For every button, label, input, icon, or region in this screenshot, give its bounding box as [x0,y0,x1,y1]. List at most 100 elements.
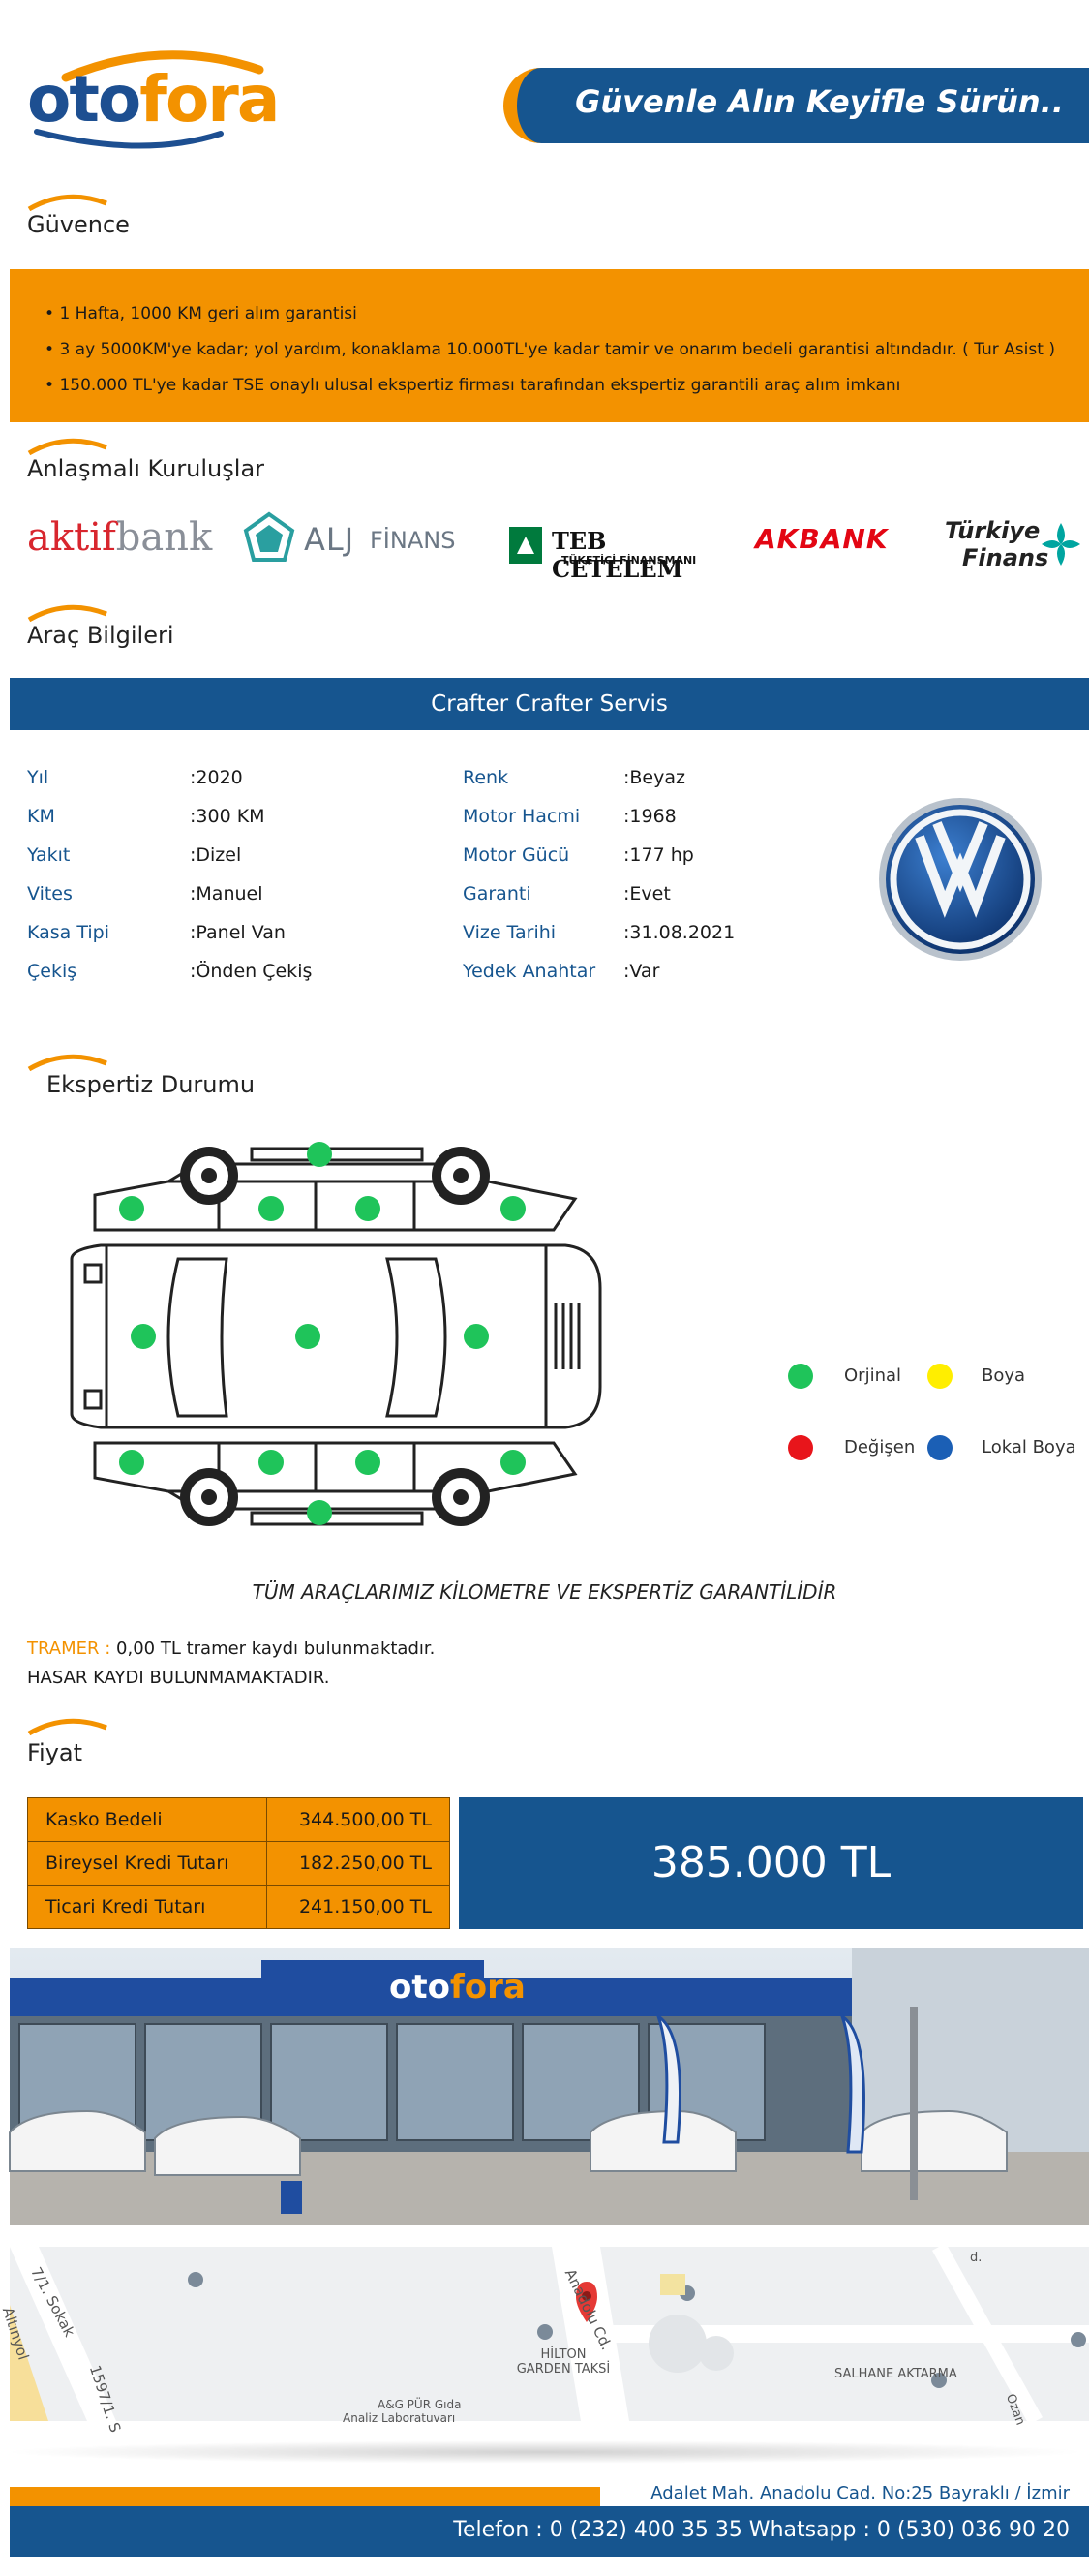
ekspertiz-title: Ekspertiz Durumu [46,1071,256,1098]
legend-label: Boya [982,1365,1026,1386]
main-price: 385.000 TL [459,1797,1083,1929]
guvence-item: 1 Hafta, 1000 KM geri alım garantisi [45,296,1089,332]
spec-label: Çekiş [27,961,77,982]
guvence-item: 150.000 TL'ye kadar TSE onaylı ulusal ek… [45,368,1089,404]
store-sign-oto: oto [389,1968,450,2007]
volkswagen-logo-icon [879,798,1042,961]
part-status-dot [500,1196,526,1221]
tramer-line: TRAMER : 0,00 TL tramer kaydı bulunmakta… [27,1639,435,1659]
spec-label: Motor Gücü [463,844,570,866]
spec-value: :Önden Çekiş [190,961,313,982]
spec-label: Renk [463,767,509,788]
price-label: Kasko Bedeli [27,1797,267,1842]
spec-value: :31.08.2021 [623,922,736,943]
fiyat-title: Fiyat [27,1739,83,1766]
guarantee-text: TÜM ARAÇLARIMIZ KİLOMETRE VE EKSPERTİZ G… [252,1580,837,1604]
slogan-text: Güvenle Alın Keyifle Sürün.. [575,83,1064,120]
spec-value: :Dizel [190,844,242,866]
vehicle-name-bar: Crafter Crafter Servis [10,678,1089,730]
store-sign: otofora [389,1968,526,2007]
part-status-dot [119,1196,144,1221]
legend-dot-orjinal [788,1364,813,1389]
spec-list-left: Yıl:2020 KM:300 KM Yakıt:Dizel Vites:Man… [27,767,472,999]
part-status-dot [258,1450,284,1475]
turkiye-emblem-icon [1042,523,1080,566]
spec-value: :300 KM [190,806,265,827]
map-label: A&G PÜR Gıda [378,2398,462,2411]
wheel-icon [180,1147,490,1526]
price-value: 241.150,00 TL [265,1885,451,1929]
section-arc-icon [27,1718,107,1736]
finans-text: FİNANS [370,527,456,554]
footer-shadow [0,2440,1089,2464]
akbank-logo: AKBANK [755,523,889,555]
spec-label: Motor Hacmi [463,806,581,827]
spec-label: Vize Tarihi [463,922,557,943]
legend-label: Lokal Boya [982,1437,1076,1457]
turkiye-finans-logo: Türkiye Finans [945,517,1080,575]
store-photo: otofora [9,1948,1089,2225]
map-label: d. [970,2251,983,2265]
store-sign-fora: fora [449,1968,526,2007]
otofora-logo: otofora [27,45,280,151]
legend-label: Değişen [844,1437,916,1457]
section-arc-icon [27,1054,107,1072]
vehicle-title: Araç Bilgileri [27,622,174,649]
price-label: Bireysel Kredi Tutarı [27,1841,267,1886]
legend-dot-degisen [788,1435,813,1460]
section-arc-icon [27,438,107,456]
spec-value: :2020 [190,767,243,788]
status-legend: Orjinal Boya Değişen Lokal Boya [784,1356,1084,1472]
tramer-text: 0,00 TL tramer kaydı bulunmaktadır. [116,1639,436,1659]
finans-text-2: Finans [962,544,1049,571]
spec-label: Garanti [463,883,531,905]
part-status-dot [307,1142,332,1167]
footer-accent-line [10,2487,600,2506]
footer-contact-bar: Telefon : 0 (232) 400 35 35 Whatsapp : 0… [10,2506,1089,2557]
spec-label: Yedek Anahtar [463,961,596,982]
spec-value: :Beyaz [623,767,685,788]
aktifbank-logo: aktifbank [27,515,213,569]
aktifbank-text-1: aktif [27,515,116,560]
alj-finans-logo: ALJ FİNANS [242,511,474,569]
spec-label: Kasa Tipi [27,922,109,943]
legend-dot-lokal-boya [927,1435,953,1460]
teb-emblem-icon [509,527,542,564]
legend-label: Orjinal [844,1365,902,1386]
partners-title: Anlaşmalı Kuruluşlar [27,455,265,482]
teb-subtext: TÜKETİCİ FİNANSMANI [561,554,697,567]
footer-address: Adalet Mah. Anadolu Cad. No:25 Bayraklı … [650,2483,1070,2503]
section-arc-icon [27,604,107,623]
spec-value: :Manuel [190,883,263,905]
section-arc-icon [27,194,107,212]
spec-value: :Var [623,961,660,982]
guvence-item: 3 ay 5000KM'ye kadar; yol yardım, konakl… [45,332,1089,368]
map-label: Analiz Laboratuvarı [343,2411,456,2425]
hasar-text: HASAR KAYDI BULUNMAMAKTADIR. [27,1668,330,1688]
location-map[interactable]: 7/1. Sokak Altınyol 1597/1. S Anadolu Cd… [0,2243,1089,2435]
price-label: Ticari Kredi Tutarı [27,1885,267,1929]
spec-value: :177 hp [623,844,694,866]
map-poi-icon [188,2272,1086,2388]
car-damage-diagram [70,1142,602,1526]
tramer-label: TRAMER : [27,1639,111,1659]
part-status-dot [295,1324,320,1349]
turkiye-text: Türkiye [945,517,1041,544]
map-label: SALHANE AKTARMA [834,2367,957,2381]
spec-label: Vites [27,883,73,905]
aktifbank-text-2: bank [115,515,213,560]
guvence-title: Güvence [27,211,130,238]
alj-emblem-icon [243,511,295,562]
part-status-dot [119,1450,144,1475]
slogan-banner: Güvenle Alın Keyifle Sürün.. [503,68,1089,143]
spec-label: Yakıt [27,844,71,866]
spec-value: :1968 [623,806,677,827]
part-status-dot [355,1196,380,1221]
part-status-dot [258,1196,284,1221]
legend-dot-boya [927,1364,953,1389]
map-label: HİLTON GARDEN TAKSİ [516,2347,611,2377]
part-status-dot [131,1324,156,1349]
